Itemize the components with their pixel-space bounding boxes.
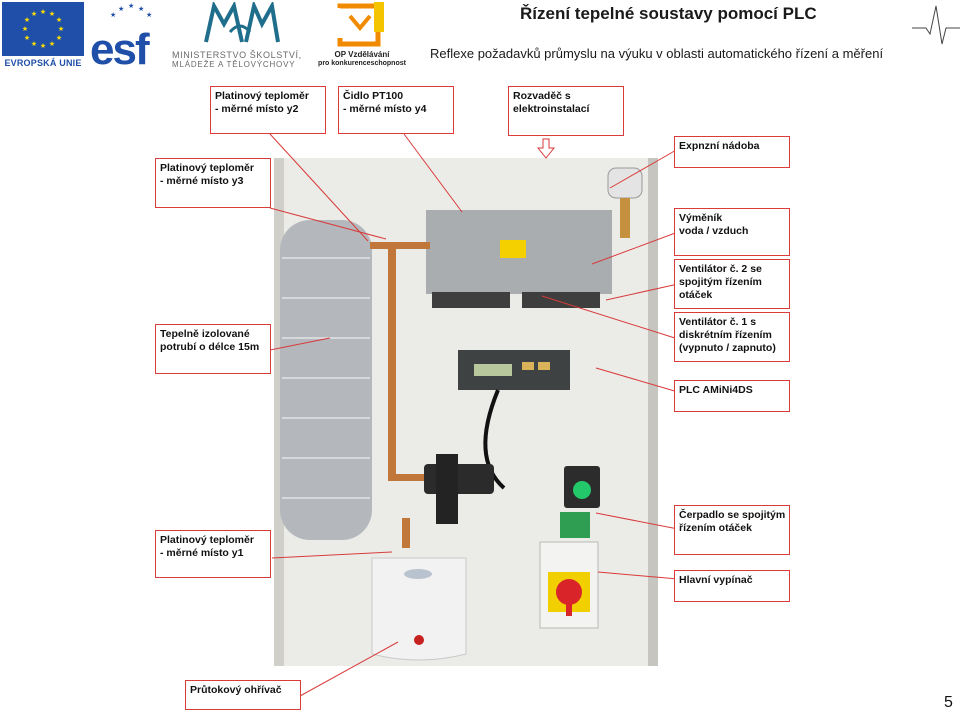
ministry-line2: MLÁDEŽE A TĚLOVÝCHOVY <box>172 60 296 69</box>
eu-flag-icon: ★★★ ★★★ ★★★ ★★★ <box>2 2 84 56</box>
callout-line: Ventilátor č. 2 se <box>679 263 762 275</box>
svg-text:★: ★ <box>49 10 55 18</box>
ministry-line1: MINISTERSTVO ŠKOLSTVÍ, <box>172 50 302 60</box>
callout-line: Čerpadlo se spojitým <box>679 509 786 521</box>
copper-pipes <box>370 242 440 548</box>
op-logo: OP Vzdělávání pro konkurenceschopnost <box>316 2 408 70</box>
flow-heater <box>371 557 467 661</box>
callout-line: Hlavní vypínač <box>679 574 753 586</box>
callout-line: (vypnuto / zapnuto) <box>679 342 776 354</box>
callout-line: - měrné místo y3 <box>160 175 244 187</box>
eu-label: EVROPSKÁ UNIE <box>4 58 82 68</box>
op-mark-icon <box>337 2 384 47</box>
callout-line: Platinový teploměr <box>160 534 254 546</box>
slide-title: Řízení tepelné soustavy pomocí PLC <box>520 4 817 23</box>
callout-fan-2: Ventilátor č. 2 se spojitým řízením otáč… <box>674 259 790 309</box>
svg-text:★: ★ <box>22 25 28 33</box>
svg-text:★: ★ <box>146 11 152 19</box>
callout-heat-exchanger: Výměník voda / vzduch <box>674 208 790 256</box>
circulation-pump <box>424 454 494 524</box>
callout-line: - měrné místo y1 <box>160 547 244 559</box>
esf-label: esf <box>90 25 150 68</box>
slide-subtitle: Reflexe požadavků průmyslu na výuku v ob… <box>430 46 884 61</box>
callout-main-switch: Hlavní vypínač <box>674 570 790 602</box>
callout-line: Platinový teploměr <box>160 162 254 174</box>
heating-system-photo <box>274 158 658 666</box>
svg-text:★: ★ <box>24 16 30 24</box>
svg-text:★: ★ <box>138 5 144 13</box>
pulse-icon <box>912 5 960 45</box>
svg-text:★: ★ <box>40 8 46 16</box>
callout-line: otáček <box>679 289 713 301</box>
msmt-mark-icon <box>204 2 280 43</box>
callout-expansion-vessel: Expnzní nádoba <box>674 136 790 168</box>
callout-line: elektroinstalací <box>513 103 590 115</box>
callout-insulated-pipe: Tepelně izolované potrubí o délce 15m <box>155 324 271 374</box>
callout-line: voda / vzduch <box>679 225 749 237</box>
op-line1: OP Vzdělávání <box>334 50 390 59</box>
callout-line: - měrné místo y2 <box>215 103 299 115</box>
callout-plc: PLC AMiNi4DS <box>674 380 790 412</box>
svg-text:★: ★ <box>110 11 116 19</box>
callout-platinum-thermometer-y3: Platinový teploměr - měrné místo y3 <box>155 158 271 208</box>
svg-text:★: ★ <box>49 40 55 48</box>
callout-line: Tepelně izolované <box>160 328 250 340</box>
callout-line: Ventilátor č. 1 s <box>679 316 757 328</box>
svg-text:★: ★ <box>24 34 30 42</box>
callout-line: Platinový teploměr <box>215 90 309 102</box>
svg-text:★: ★ <box>128 2 134 10</box>
svg-text:★: ★ <box>118 5 124 13</box>
main-switch <box>539 541 599 629</box>
callout-platinum-thermometer-y2: Platinový teploměr - měrné místo y2 <box>210 86 326 134</box>
svg-text:★: ★ <box>56 16 62 24</box>
callout-line: Čidlo PT100 <box>343 90 404 102</box>
callout-fan-1: Ventilátor č. 1 s diskrétním řízením (vy… <box>674 312 790 362</box>
page-number: 5 <box>944 694 953 711</box>
callout-line: Expnzní nádoba <box>679 140 760 152</box>
svg-text:★: ★ <box>58 25 64 33</box>
callout-flow-heater: Průtokový ohřívač <box>185 680 301 710</box>
callout-line: PLC AMiNi4DS <box>679 384 753 396</box>
svg-text:★: ★ <box>56 34 62 42</box>
slide-header: ★★★ ★★★ ★★★ ★★★ EVROPSKÁ UNIE ★★★ ★★ esf… <box>0 0 960 74</box>
insulated-pipe-coil <box>280 220 372 540</box>
svg-text:★: ★ <box>40 42 46 50</box>
callout-line: Rozvaděč s <box>513 90 571 102</box>
callout-line: potrubí o délce 15m <box>160 341 260 353</box>
control-box <box>560 466 600 538</box>
eu-logo: ★★★ ★★★ ★★★ ★★★ EVROPSKÁ UNIE <box>2 2 84 68</box>
callout-line: Průtokový ohřívač <box>190 684 282 696</box>
msmt-logo: MINISTERSTVO ŠKOLSTVÍ, MLÁDEŽE A TĚLOVÝC… <box>172 2 312 70</box>
callout-line: diskrétním řízením <box>679 329 772 341</box>
callout-switchboard: Rozvaděč s elektroinstalací <box>508 86 624 136</box>
op-line2: pro konkurenceschopnost <box>318 60 406 67</box>
svg-text:★: ★ <box>31 10 37 18</box>
callout-line: spojitým řízením <box>679 276 762 288</box>
svg-text:★: ★ <box>31 40 37 48</box>
esf-logo: ★★★ ★★ esf <box>88 2 166 74</box>
heat-exchanger <box>426 210 612 308</box>
plc-controller <box>458 350 570 390</box>
callout-line: řízením otáček <box>679 522 752 534</box>
callout-pt100-sensor-y4: Čidlo PT100 - měrné místo y4 <box>338 86 454 134</box>
callout-line: - měrné místo y4 <box>343 103 427 115</box>
callout-pump: Čerpadlo se spojitým řízením otáček <box>674 505 790 555</box>
callout-platinum-thermometer-y1: Platinový teploměr - měrné místo y1 <box>155 530 271 578</box>
callout-line: Výměník <box>679 212 723 224</box>
